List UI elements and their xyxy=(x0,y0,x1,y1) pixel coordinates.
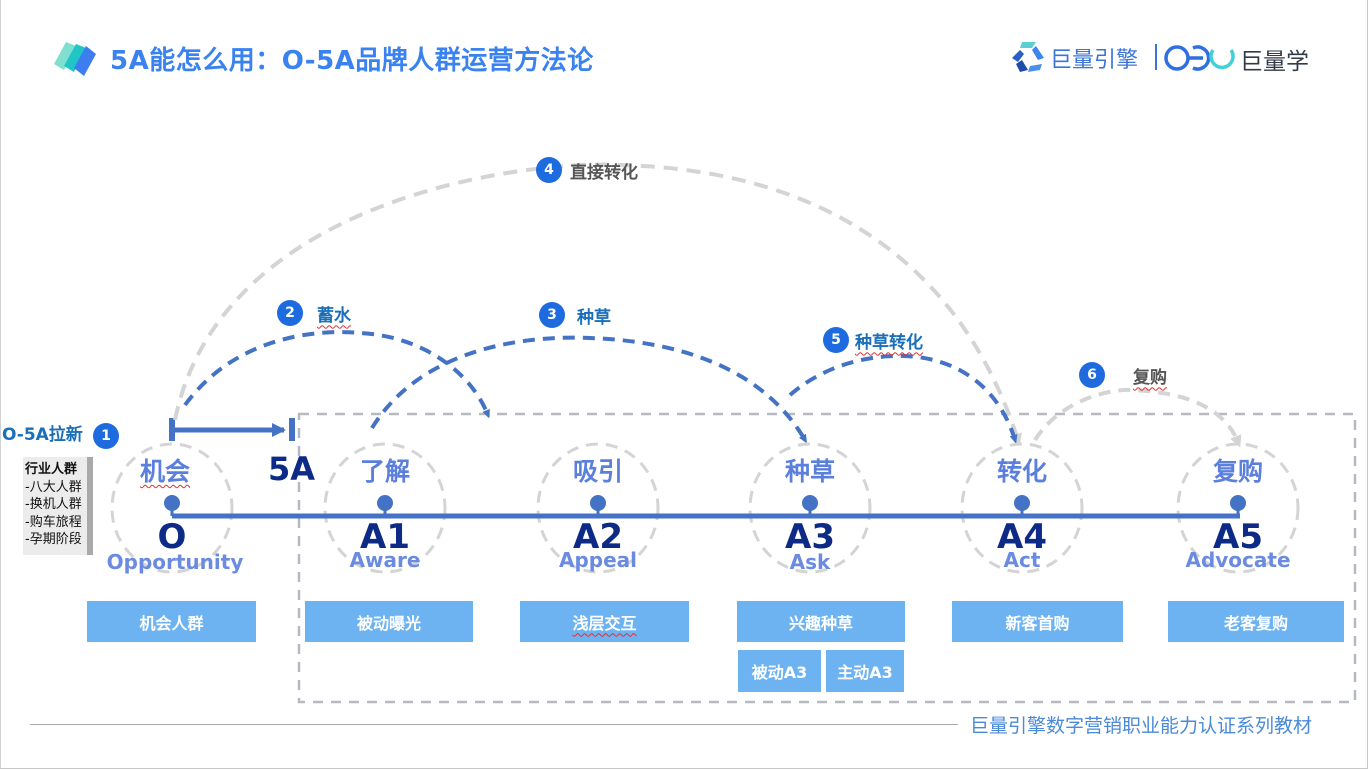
stage-circle-ask xyxy=(748,442,872,574)
arc-label-text: 种草转化 xyxy=(855,332,923,353)
5a-dashed-frame xyxy=(297,412,1357,704)
step-badge: 5 xyxy=(823,327,849,353)
arc-label-text: 种草 xyxy=(577,307,611,328)
arc-seed-conversion xyxy=(788,353,1015,440)
list-item: -购车旅程 xyxy=(25,514,82,530)
arc-label-text: 蓄水 xyxy=(317,305,351,326)
step-badge: 2 xyxy=(277,300,303,326)
stage-en-ask: Ask xyxy=(789,550,831,574)
stage-en-appeal: Appeal xyxy=(558,548,638,572)
stage-box-aware: 被动曝光 xyxy=(305,601,473,642)
stage-box-ask: 兴趣种草 xyxy=(737,601,905,642)
list-item: -孕期阶段 xyxy=(25,532,82,547)
stage-en-aware: Aware xyxy=(349,548,421,572)
step-badge: 4 xyxy=(536,157,562,183)
arc-seed xyxy=(370,335,805,440)
juliangxue-logo-text: 巨量学 xyxy=(1240,49,1309,75)
ocean-engine-logo-icon xyxy=(1012,42,1044,72)
step-badge: 6 xyxy=(1079,362,1105,388)
arc-label-text: 复购 xyxy=(1133,367,1167,388)
arc-accumulate xyxy=(183,330,490,415)
stage-code-opportunity: O xyxy=(157,517,187,557)
oeu-logo-icon xyxy=(1164,45,1235,71)
stage-cn-advocate: 复购 xyxy=(1212,457,1263,486)
stage-cn-ask: 种草 xyxy=(784,457,835,486)
stage-box-opportunity: 机会人群 xyxy=(87,601,256,642)
stage-code-appeal: A2 xyxy=(573,517,623,557)
footer-caption: 巨量引擎数字营销职业能力认证系列教材 xyxy=(970,715,1313,737)
five-a-label: 5A xyxy=(268,450,316,488)
list-head: 行业人群 xyxy=(25,462,78,477)
stage-circle-appeal xyxy=(536,442,660,574)
list-item: -八大人群 xyxy=(25,479,82,495)
stage-circle-opportunity xyxy=(110,442,234,574)
title-logo-icon xyxy=(54,42,96,76)
arc-label-seed: 3 种草 xyxy=(539,302,611,328)
stage-en-opportunity: Opportunity xyxy=(106,550,244,574)
page-title: 5A能怎么用：O-5A品牌人群运营方法论 xyxy=(110,46,594,76)
sub-box-passive-a3: 被动A3 xyxy=(738,650,821,692)
arc-direct-conversion xyxy=(173,162,1022,446)
sub-box-active-a3: 主动A3 xyxy=(826,650,904,692)
footer-divider xyxy=(30,724,958,725)
stage-code-ask: A3 xyxy=(785,517,835,557)
stage-circle-act xyxy=(960,442,1084,574)
arc-label-seed-conversion: 5 种草转化 xyxy=(823,327,923,353)
stage-circle-aware xyxy=(323,442,447,574)
stage-code-advocate: A5 xyxy=(1213,517,1263,557)
stage-code-act: A4 xyxy=(997,517,1047,557)
stage-cn-appeal: 吸引 xyxy=(572,457,623,486)
ocean-engine-logo-text: 巨量引擎 xyxy=(1050,48,1139,73)
stage-cn-act: 转化 xyxy=(996,457,1047,486)
stage-box-act: 新客首购 xyxy=(952,601,1123,642)
stage-cn-aware: 了解 xyxy=(359,457,410,486)
stage-box-appeal: 浅层交互 xyxy=(520,601,689,642)
stage-cn-opportunity: 机会 xyxy=(140,457,191,486)
step-badge: 3 xyxy=(539,302,565,328)
o5a-acquisition-label: O-5A拉新 xyxy=(2,425,83,445)
logo-separator xyxy=(1155,44,1157,70)
arc-repurchase xyxy=(1033,387,1242,448)
stage-code-aware: A1 xyxy=(360,517,410,557)
stage-en-advocate: Advocate xyxy=(1185,548,1291,572)
stage-en-act: Act xyxy=(1003,548,1041,572)
industry-audience-list: 行业人群 -八大人群 -换机人群 -购车旅程 -孕期阶段 xyxy=(23,457,93,555)
stage-box-advocate: 老客复购 xyxy=(1168,601,1344,642)
list-item: -换机人群 xyxy=(25,497,82,512)
arc-label-text: 直接转化 xyxy=(570,162,638,183)
arc-label-repurchase: 6 复购 xyxy=(1079,362,1167,388)
arc-label-direct-conversion: 4 直接转化 xyxy=(536,157,638,183)
step-badge: 1 xyxy=(93,423,119,449)
arc-label-accumulate: 2 蓄水 xyxy=(277,300,351,326)
